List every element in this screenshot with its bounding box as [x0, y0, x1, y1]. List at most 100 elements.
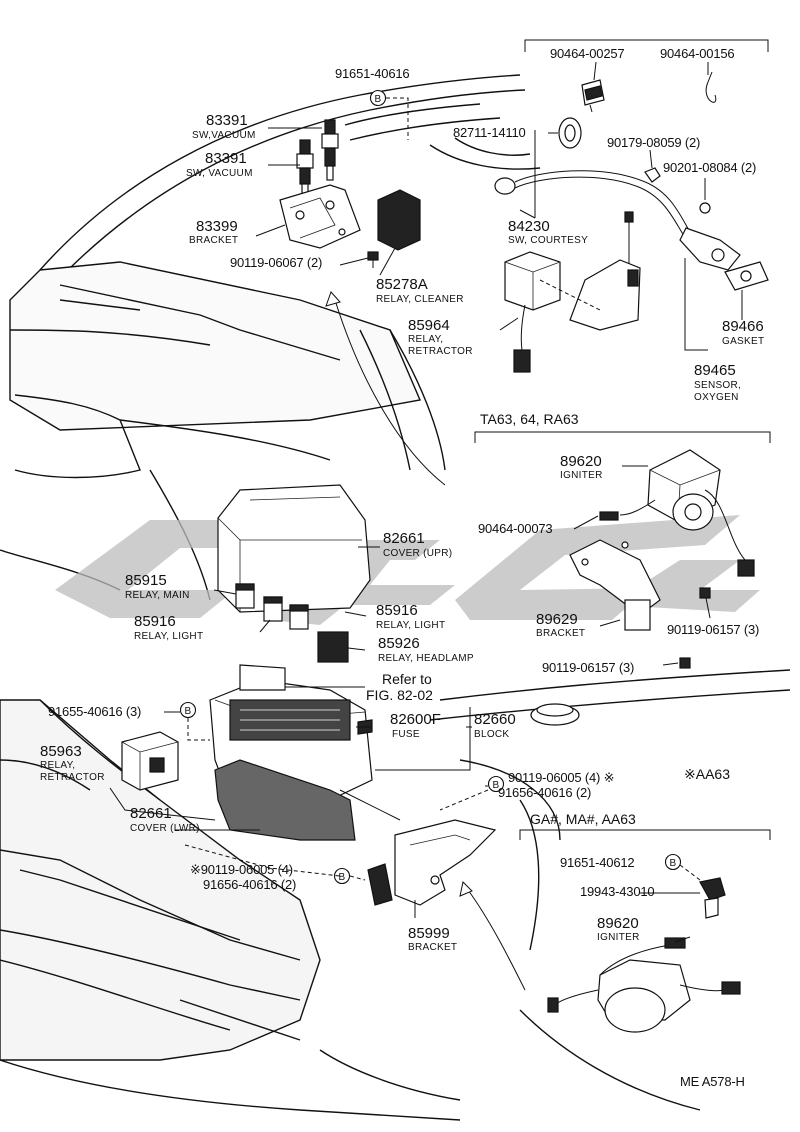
label-p13-number: 85964: [408, 317, 450, 334]
label-p19-number: 85915: [125, 572, 167, 589]
label-p29-number: 85963: [40, 743, 82, 760]
label-p37-number: 19943-43010: [580, 884, 654, 899]
label-p20-number: 85916: [376, 602, 418, 619]
label-p34-number: 91656-40616 (2): [203, 877, 296, 892]
relay-85964: [504, 251, 561, 373]
bolt-b-symbol: B: [375, 94, 382, 105]
label-p26-number: 91655-40616 (3): [48, 704, 141, 719]
label-p8-number: 90201-08084 (2): [663, 160, 756, 175]
refer-line1: Refer to: [382, 671, 432, 687]
label-p38-number: 89620: [597, 915, 639, 932]
label-p12-number: 85278A: [376, 276, 428, 293]
label-p31-number: 91656-40616 (2): [498, 785, 591, 800]
clip-90464-00156: [705, 71, 717, 103]
relay-85278a: [377, 189, 421, 251]
label-p29-name2: RETRACTOR: [40, 772, 105, 783]
bracket-83399: [279, 184, 361, 249]
bracket-85999: [367, 819, 497, 906]
label-p21-number: 85916: [134, 613, 176, 630]
label-p12-name: RELAY, CLEANER: [376, 294, 464, 305]
igniter-89620-ta63: [599, 449, 755, 577]
label-p4-number: 83391: [206, 112, 248, 129]
label-p11-number: 90119-06067 (2): [230, 255, 322, 270]
label-p3-number: 90464-00156: [660, 46, 734, 61]
cover-lower-82661: [214, 759, 401, 841]
label-p16-name: IGNITER: [560, 470, 603, 481]
refer-line2: FIG. 82-02: [366, 687, 433, 703]
label-p28-number: 82660: [474, 711, 516, 728]
label-p19-name: RELAY, MAIN: [125, 590, 190, 601]
washer-90201: [699, 202, 711, 214]
bolt-90119-06067: [367, 251, 379, 268]
label-p21-name: RELAY, LIGHT: [134, 631, 203, 642]
bolt-b-symbol-2: B: [185, 706, 192, 717]
label-p10-number: 84230: [508, 218, 550, 235]
label-p14-number: 89466: [722, 318, 764, 335]
bolt-B-symbols: B B B B: [179, 701, 701, 885]
label-p15-name1: SENSOR,: [694, 380, 741, 391]
label-p7-number: 90179-08059 (2): [607, 135, 700, 150]
label-p38-name: IGNITER: [597, 932, 640, 943]
label-p14-name: GASKET: [722, 336, 764, 347]
label-p13-name1: RELAY,: [408, 334, 443, 345]
label-p10-name: SW, COURTESY: [508, 235, 588, 246]
part-19943-43010: [699, 877, 726, 919]
igniter-89620-ga: [547, 937, 741, 1033]
label-p6-number: 82711-14110: [453, 125, 526, 140]
leader-lines: [109, 61, 743, 943]
label-p5-number: 83391: [205, 150, 247, 167]
label-p2-number: 90464-00257: [550, 46, 624, 61]
label-p35-name: BRACKET: [408, 942, 457, 953]
label-p28-name: BLOCK: [474, 729, 509, 740]
label-p5-name: SW, VACUUM: [186, 168, 253, 179]
vacuum-switches: [296, 119, 339, 197]
label-p36-number: 91651-40612: [560, 855, 634, 870]
label-p18-number: 82661: [383, 530, 425, 547]
label-p9-number: 83399: [196, 218, 238, 235]
group-ga-title: GA#, MA#, AA63: [530, 811, 636, 827]
bolt-b-symbol-4: B: [339, 872, 346, 883]
nut-90179: [644, 167, 661, 183]
label-p35-number: 85999: [408, 925, 450, 942]
label-p23-number: 89629: [536, 611, 578, 628]
relays-cluster: [235, 583, 349, 663]
label-p29-name1: RELAY,: [40, 760, 75, 771]
bolt-B-91651-40616: B: [369, 89, 409, 140]
label-p24-number: 90119-06157 (3): [667, 622, 759, 637]
label-p13-name2: RETRACTOR: [408, 346, 473, 357]
label-p30-number: 90119-06005 (4) ※: [508, 770, 614, 785]
group-aa63-note: ※AA63: [684, 766, 730, 782]
label-p27-name: FUSE: [392, 729, 420, 740]
label-p32-name: COVER (LWR): [130, 823, 200, 834]
label-p9-name: BRACKET: [189, 235, 238, 246]
footer-code: ME A578-H: [680, 1074, 745, 1089]
labels: 91651-40616 90464-00257 90464-00156 8339…: [40, 46, 764, 1089]
group-ta63-title: TA63, 64, RA63: [480, 411, 579, 427]
label-p23-name: BRACKET: [536, 628, 585, 639]
watermark-shape-3: [455, 515, 740, 620]
label-p22-number: 85926: [378, 635, 420, 652]
bolt-b-symbol-5: B: [670, 858, 677, 869]
label-p15-number: 89465: [694, 362, 736, 379]
bracket-89629: [569, 539, 711, 669]
car-body: [0, 74, 791, 1121]
gasket-89466: [724, 261, 769, 291]
bolt-b-symbol-3: B: [493, 780, 500, 791]
label-p4-name: SW,VACUUM: [192, 130, 256, 141]
clip-90464-00257: [581, 79, 605, 113]
label-p33-number: ※90119-06005 (4): [190, 862, 293, 877]
label-p15-name2: OXYGEN: [694, 392, 739, 403]
label-p22-name: RELAY, HEADLAMP: [378, 653, 474, 664]
oxygen-sensor-89465: [494, 170, 741, 271]
label-p1-number: 91651-40616: [335, 66, 409, 81]
label-p27-number: 82600F: [390, 711, 441, 728]
label-p20-name: RELAY, LIGHT: [376, 620, 445, 631]
label-p32-number: 82661: [130, 805, 172, 822]
label-p16-number: 89620: [560, 453, 602, 470]
label-p25-number: 90119-06157 (3): [542, 660, 634, 675]
group-frames: [474, 39, 771, 840]
label-p17-number: 90464-00073: [478, 521, 552, 536]
label-p18-name: COVER (UPR): [383, 548, 452, 559]
